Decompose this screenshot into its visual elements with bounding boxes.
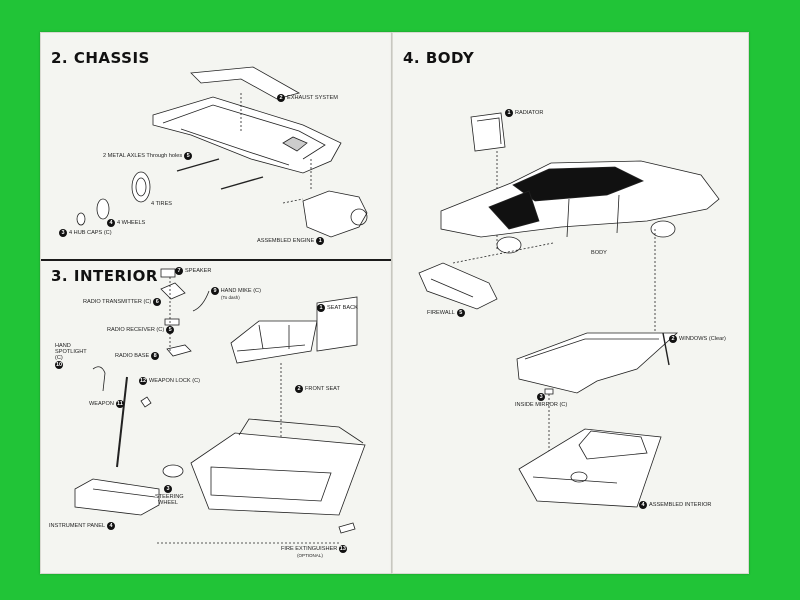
callout-radiator: 1 RADIATOR bbox=[505, 109, 543, 117]
section-divider bbox=[41, 259, 391, 261]
callout-speaker: 7 SPEAKER bbox=[175, 267, 211, 275]
callout-assembled-engine: ASSEMBLED ENGINE 1 bbox=[257, 237, 325, 245]
callout-weapon-lock: 12 WEAPON LOCK (C) bbox=[139, 377, 200, 385]
section-title-body: 4. BODY bbox=[403, 49, 475, 67]
callout-inside-mirror: 3 INSIDE MIRROR (C) bbox=[515, 393, 568, 408]
callout-wheels: 4 4 WHEELS bbox=[107, 219, 145, 227]
callout-hand-mike: 9 HAND MIKE (C) (To dash) bbox=[211, 287, 261, 300]
callout-radio-base: RADIO BASE 8 bbox=[115, 352, 160, 360]
callout-hub-caps: 3 4 HUB CAPS (C) bbox=[59, 229, 112, 237]
callout-steering-wheel: 3 STEERING WHEEL bbox=[155, 485, 184, 506]
chassis-interior-illustration bbox=[74, 66, 368, 544]
callout-radio-receiver: RADIO RECEIVER (C) 5 bbox=[107, 326, 175, 334]
callout-radio-transmitter: RADIO TRANSMITTER (C) 6 bbox=[83, 298, 162, 306]
callout-fire-extinguisher: FIRE EXTINGUISHER 13 (OPTIONAL) bbox=[281, 545, 347, 558]
callout-instrument-panel: INSTRUMENT PANEL 4 bbox=[49, 522, 116, 530]
body-illustration bbox=[418, 112, 720, 508]
instruction-sheet-right: 4. BODY 1 RADIATOR BODY FIREWALL 5 2 WIN… bbox=[392, 32, 749, 574]
instruction-sheet-left: 2. CHASSIS 3. INTERIOR 2 EXHAUST SYSTEM … bbox=[40, 32, 392, 574]
callout-seat-back: 1 SEAT BACK bbox=[317, 304, 358, 312]
callout-hand-spotlight: HAND SPOTLIGHT (C) 10 bbox=[55, 343, 87, 369]
callout-exhaust-system: 2 EXHAUST SYSTEM bbox=[277, 94, 338, 102]
callout-weapon: WEAPON 11 bbox=[89, 400, 124, 408]
callout-assembled-interior: 4 ASSEMBLED INTERIOR bbox=[639, 501, 711, 509]
callout-tires: 4 TIRES bbox=[151, 201, 173, 207]
section-title-chassis: 2. CHASSIS bbox=[51, 49, 150, 67]
callout-windows: 2 WINDOWS (Clear) bbox=[669, 335, 726, 343]
section-title-interior: 3. INTERIOR bbox=[51, 267, 158, 285]
callout-firewall: FIREWALL 5 bbox=[427, 309, 465, 317]
callout-metal-axles: 2 METAL AXLES Through holes 5 bbox=[103, 152, 193, 160]
callout-front-seat: 2 FRONT SEAT bbox=[295, 385, 340, 393]
callout-body: BODY bbox=[591, 250, 607, 256]
